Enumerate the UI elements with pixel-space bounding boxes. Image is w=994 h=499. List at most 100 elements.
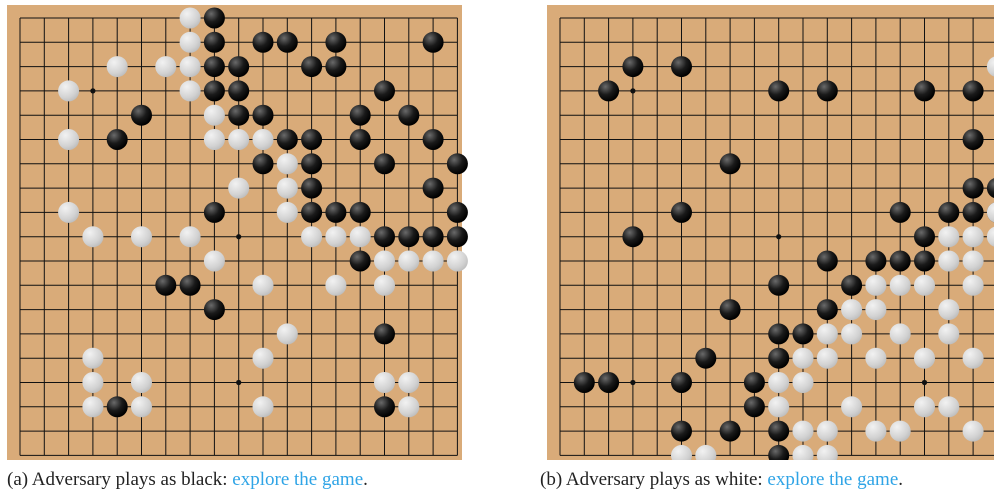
white-stone [938, 251, 959, 272]
white-stone [58, 202, 79, 223]
white-stone [58, 80, 79, 101]
caption-b-period: . [898, 469, 903, 490]
white-stone [817, 421, 838, 442]
white-stone [817, 323, 838, 344]
white-stone [131, 372, 152, 393]
star-point [630, 380, 635, 385]
black-stone [204, 56, 225, 77]
black-stone [423, 129, 444, 150]
black-stone [768, 323, 789, 344]
black-stone [107, 129, 128, 150]
black-stone [228, 105, 249, 126]
white-stone [374, 372, 395, 393]
white-stone [841, 396, 862, 417]
black-stone [398, 226, 419, 247]
black-stone [938, 202, 959, 223]
black-stone [598, 80, 619, 101]
black-stone [374, 226, 395, 247]
caption-a: (a) Adversary plays as black: explore th… [7, 469, 368, 491]
white-stone [865, 275, 886, 296]
star-point [630, 88, 635, 93]
black-stone [622, 226, 643, 247]
white-stone [865, 348, 886, 369]
black-stone [107, 396, 128, 417]
explore-game-link-b[interactable]: explore the game [767, 469, 898, 490]
black-stone [963, 80, 984, 101]
black-stone [671, 202, 692, 223]
white-stone [398, 372, 419, 393]
white-stone [374, 251, 395, 272]
white-stone [865, 299, 886, 320]
black-stone [963, 202, 984, 223]
white-stone [963, 275, 984, 296]
black-stone [277, 32, 298, 53]
black-stone [350, 129, 371, 150]
caption-b: (b) Adversary plays as white: explore th… [540, 469, 903, 491]
white-stone [423, 251, 444, 272]
black-stone [671, 421, 692, 442]
black-stone [817, 251, 838, 272]
black-stone [301, 129, 322, 150]
white-stone [204, 129, 225, 150]
star-point [922, 380, 927, 385]
white-stone [914, 396, 935, 417]
white-stone [301, 226, 322, 247]
star-point [776, 234, 781, 239]
white-stone [325, 226, 346, 247]
white-stone [277, 202, 298, 223]
white-stone [180, 56, 201, 77]
star-point [90, 88, 95, 93]
white-stone [253, 129, 274, 150]
white-stone [228, 129, 249, 150]
black-stone [744, 372, 765, 393]
black-stone [447, 226, 468, 247]
black-stone [671, 56, 692, 77]
black-stone [325, 202, 346, 223]
black-stone [768, 421, 789, 442]
caption-a-period: . [363, 469, 368, 490]
black-stone [744, 396, 765, 417]
black-stone [963, 129, 984, 150]
black-stone [228, 56, 249, 77]
white-stone [107, 56, 128, 77]
white-stone [963, 251, 984, 272]
black-stone [350, 251, 371, 272]
black-stone [720, 299, 741, 320]
black-stone [817, 80, 838, 101]
black-stone [253, 153, 274, 174]
white-stone [793, 421, 814, 442]
black-stone [914, 226, 935, 247]
black-stone [447, 153, 468, 174]
go-board-b [540, 0, 994, 460]
black-stone [204, 202, 225, 223]
black-stone [890, 202, 911, 223]
black-stone [793, 323, 814, 344]
white-stone [768, 396, 789, 417]
black-stone [301, 202, 322, 223]
board-panel-a: (a) Adversary plays as black: explore th… [0, 0, 480, 499]
white-stone [204, 251, 225, 272]
black-stone [253, 32, 274, 53]
black-stone [447, 202, 468, 223]
explore-game-link-a[interactable]: explore the game [232, 469, 363, 490]
star-point [236, 380, 241, 385]
black-stone [277, 129, 298, 150]
white-stone [253, 396, 274, 417]
black-stone [301, 153, 322, 174]
black-stone [890, 251, 911, 272]
white-stone [131, 396, 152, 417]
white-stone [277, 178, 298, 199]
black-stone [325, 32, 346, 53]
black-stone [374, 80, 395, 101]
white-stone [180, 8, 201, 29]
black-stone [914, 251, 935, 272]
black-stone [204, 8, 225, 29]
black-stone [301, 56, 322, 77]
white-stone [890, 421, 911, 442]
black-stone [253, 105, 274, 126]
white-stone [253, 348, 274, 369]
board-panel-b: (b) Adversary plays as white: explore th… [540, 0, 994, 499]
white-stone [204, 105, 225, 126]
white-stone [374, 275, 395, 296]
white-stone [82, 226, 103, 247]
